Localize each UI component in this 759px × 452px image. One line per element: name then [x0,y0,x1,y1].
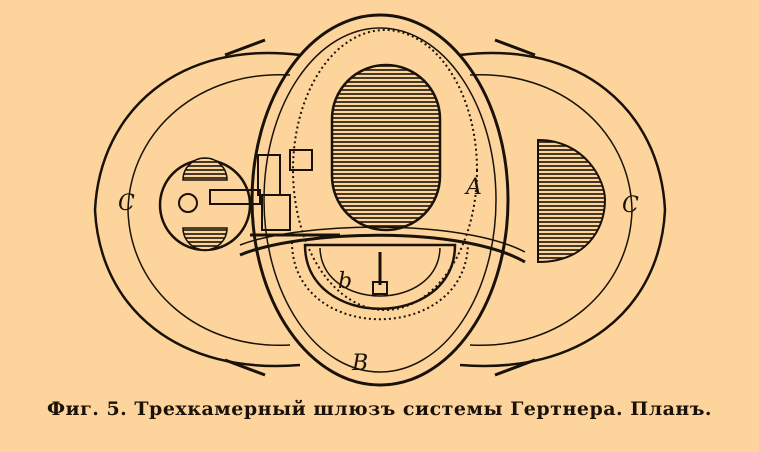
label-lower-inner: b [338,269,352,294]
figure-caption: Фиг. 5. Трехкамерный шлюзъ системы Гертн… [46,398,713,420]
left-small-wheel [178,193,198,213]
label-upper-chamber: A [464,175,482,200]
lower-inner-chamber [303,243,457,310]
label-left-chamber: C [118,191,135,216]
dividing-wall [239,233,526,264]
right-lobe-outline [459,51,667,368]
lower-chamber-rod-end [372,281,388,295]
left-lobe-outline [93,51,301,368]
left-hatched-half-bottom [182,227,228,251]
left-lobe-inner-outline [127,74,291,346]
right-chamber-hatched [537,138,607,264]
lower-dotted-ring [291,241,469,321]
central-chamber-outline [250,13,510,387]
upper-chamber-hatched [330,63,442,232]
right-lobe-inner-outline [469,74,633,346]
left-hatched-half-top [182,157,228,181]
label-right-chamber: C [622,193,639,218]
dividing-wall-inner [239,226,526,253]
lower-inner-chamber-lining [319,247,441,297]
hinge-marks [224,38,536,377]
airlock-plan-diagram: C C A b B [93,13,667,387]
dotted-inner-ring [292,29,478,311]
central-chamber-inner-outline [263,27,497,373]
machinery [209,149,340,237]
label-lower-chamber: B [351,351,368,376]
